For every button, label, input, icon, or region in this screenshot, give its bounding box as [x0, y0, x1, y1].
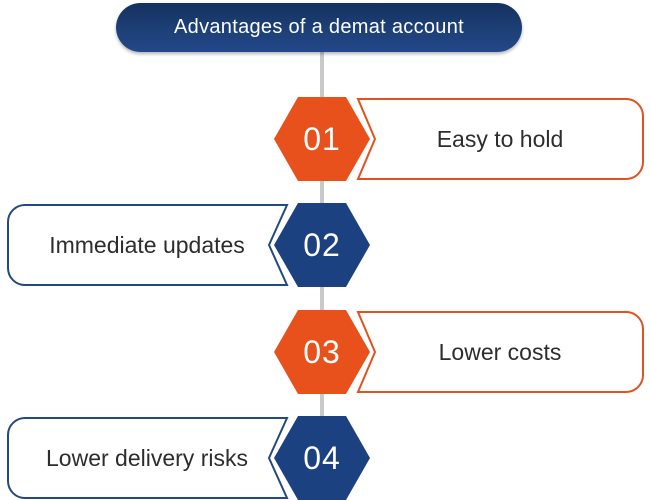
label-ribbon-right: [356, 311, 644, 393]
number-hexagon: [274, 310, 370, 394]
advantage-label: Easy to hold: [437, 126, 564, 152]
diagram-title-pill: Advantages of a demat account: [116, 3, 522, 52]
advantage-row-3: 03 Lower costs: [274, 310, 644, 394]
label-ribbon-right: [356, 98, 644, 180]
advantage-label: Immediate updates: [49, 232, 245, 258]
label-ribbon-left: [7, 204, 289, 286]
number-hexagon: [274, 97, 370, 181]
number-hexagon: [274, 203, 370, 287]
advantage-label: Lower delivery risks: [46, 445, 248, 471]
diagram-title: Advantages of a demat account: [174, 16, 464, 38]
advantage-label: Lower costs: [439, 339, 562, 365]
number-hexagon: [274, 416, 370, 500]
step-number: 03: [303, 334, 341, 370]
step-number: 01: [303, 121, 341, 157]
advantage-row-4: 04 Lower delivery risks: [7, 416, 370, 500]
advantage-row-2: 02 Immediate updates: [7, 203, 370, 287]
advantage-row-1: 01 Easy to hold: [274, 97, 644, 181]
step-number: 04: [303, 440, 341, 476]
step-number: 02: [303, 227, 341, 263]
label-ribbon-left: [7, 417, 289, 499]
